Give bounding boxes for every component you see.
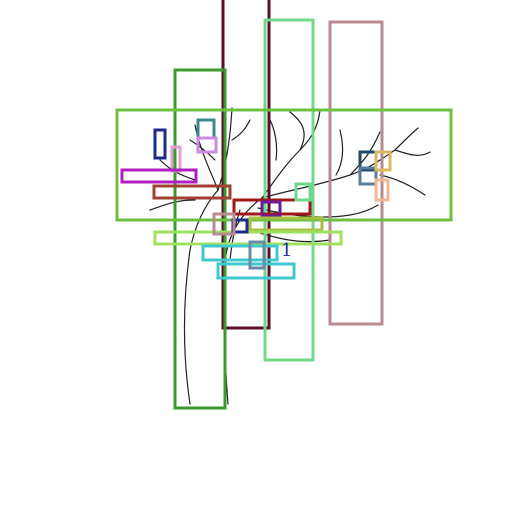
annotation-box-steel-small <box>248 240 266 270</box>
tree-branch-17 <box>335 129 344 176</box>
annotation-box-lilac-small <box>196 136 218 154</box>
annotation-box-magenta-wide <box>120 168 198 184</box>
annotation-box-slate-small <box>358 166 378 186</box>
annotation-box-dark-maroon-tall <box>221 0 271 330</box>
annotation-box-light-green-tall <box>263 18 315 362</box>
annotation-box-cyan-wide <box>201 244 279 262</box>
annotation-box-teal-small <box>196 118 216 140</box>
annotation-box-cyan-wide-2 <box>216 262 296 280</box>
annotation-box-purple-small <box>260 200 282 218</box>
tree-branch-16 <box>269 119 278 161</box>
annotation-box-peach-small <box>374 178 390 202</box>
annotation-boxes <box>115 0 453 410</box>
annotation-box-gold-small <box>374 150 392 172</box>
tree-sketch <box>149 107 431 405</box>
annotation-box-brown-wide <box>152 184 232 200</box>
tree-trunk-left <box>183 189 219 405</box>
annotation-box-green-trunk <box>173 68 227 410</box>
tree-branch-2 <box>217 107 233 191</box>
annotation-box-olive-wide <box>248 216 324 232</box>
annotation-box-green-canopy <box>115 108 453 222</box>
annotation-box-green-small-square <box>294 182 312 202</box>
annotation-box-mauve-small-square <box>212 212 236 236</box>
tree-branch-7 <box>394 127 419 151</box>
tree-branch-12 <box>231 119 251 141</box>
tree-branch-5 <box>289 111 305 151</box>
annotation-label-1: 1 <box>281 240 292 261</box>
tree-branch-9 <box>379 174 426 196</box>
annotation-box-mauve-tall <box>328 20 384 326</box>
tree-branch-11 <box>149 199 196 211</box>
tree-branch-6 <box>349 131 381 176</box>
tree-branch-18 <box>189 139 216 161</box>
annotation-box-navy-small <box>153 128 167 160</box>
tree-branch-8 <box>394 149 431 156</box>
annotation-box-dark-red-wide <box>232 198 312 216</box>
